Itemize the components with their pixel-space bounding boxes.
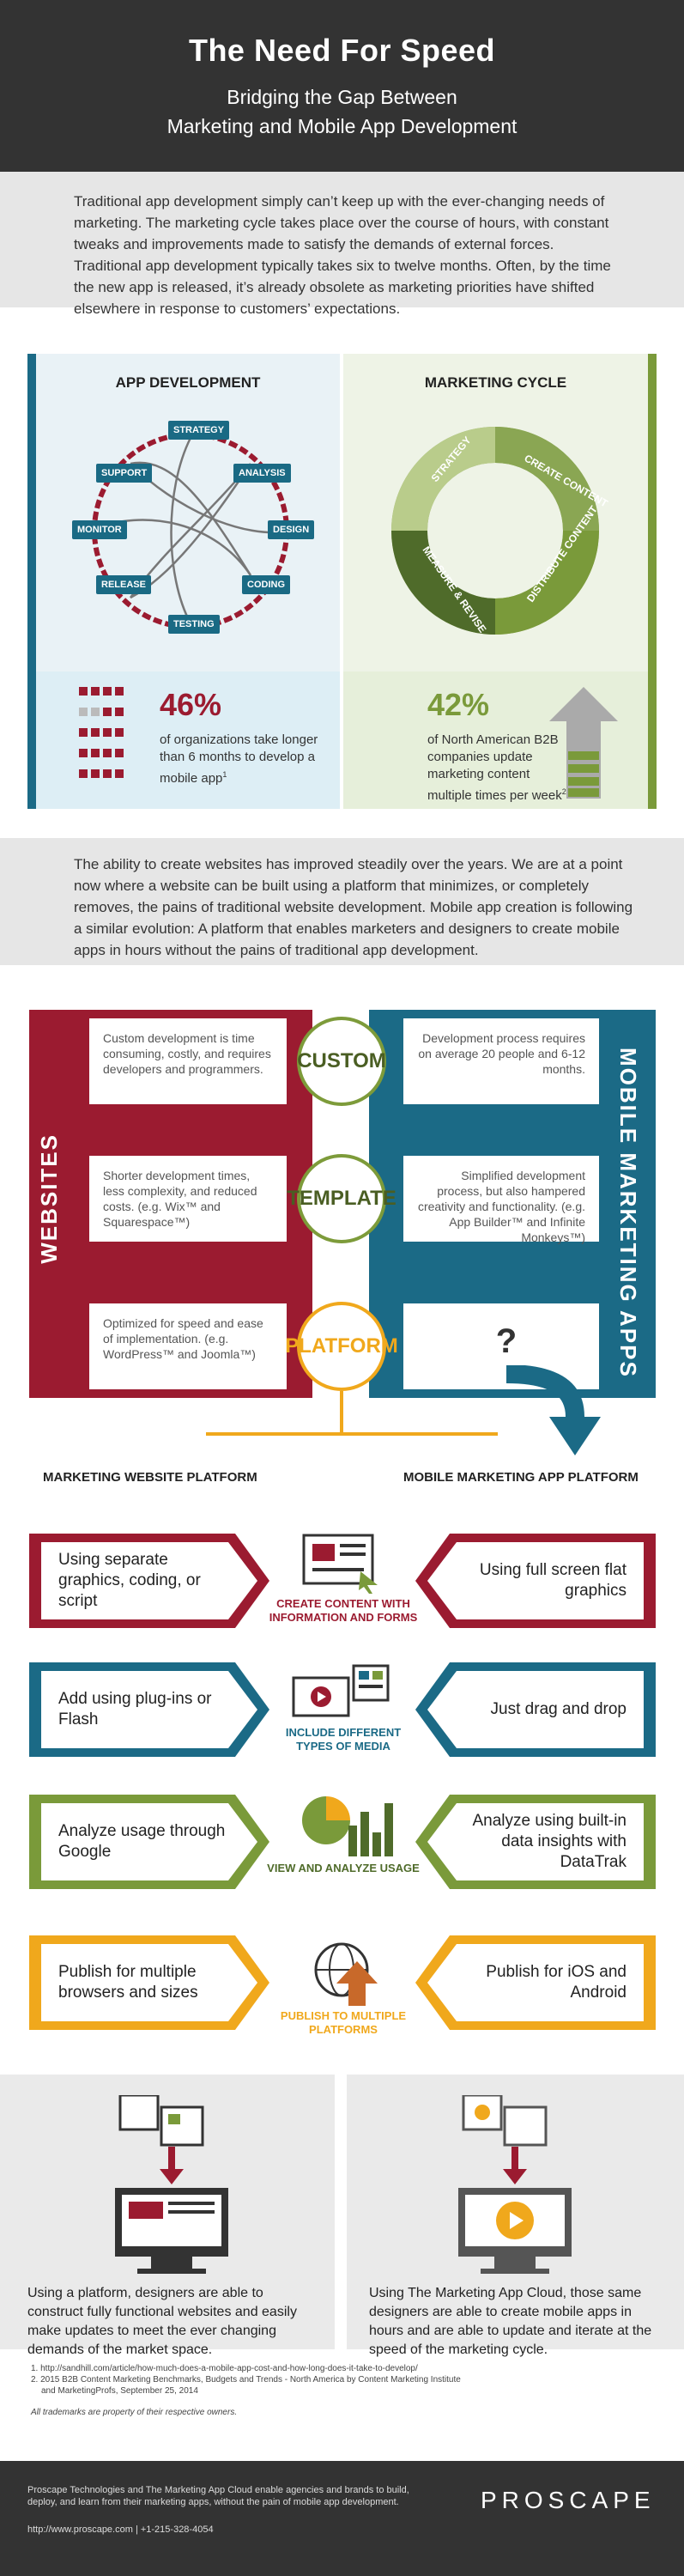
desktop-computer-icon xyxy=(115,2095,228,2274)
platform-right-box: ? xyxy=(403,1303,599,1389)
marketing-stat-sup: 2 xyxy=(561,787,566,796)
website-summary-text: Using a platform, designers are able to … xyxy=(27,2286,297,2357)
custom-left-box: Custom development is time consuming, co… xyxy=(89,1018,287,1104)
subtitle-line-1: Bridging the Gap Between xyxy=(227,86,457,108)
media-icon xyxy=(292,1664,390,1717)
app-dev-pct: 46% xyxy=(160,687,222,722)
row4-right-text: Publish for iOS and Android xyxy=(486,1963,626,2002)
node-monitor: MONITOR xyxy=(72,520,127,539)
node-release: RELEASE xyxy=(96,575,151,594)
row3-right-text: Analyze using built-in data insights wit… xyxy=(472,1812,626,1871)
row3-left-text: Analyze usage through Google xyxy=(58,1822,226,1861)
row1-right-text: Using full screen flat graphics xyxy=(479,1561,626,1600)
intro-text: Traditional app development simply can’t… xyxy=(74,193,611,317)
footer-contact: http://www.proscape.com | +1-215-328-405… xyxy=(27,2524,214,2535)
row4-label: PUBLISH TO MULTIPLE PLATFORMS xyxy=(280,2009,407,2036)
platform-left-box: Optimized for speed and ease of implemen… xyxy=(89,1303,287,1389)
page-title: The Need For Speed xyxy=(188,33,496,68)
row3-right-shape xyxy=(415,1795,656,1889)
mobile-apps-label: MOBILE MARKETING APPS xyxy=(615,1048,641,1378)
app-dev-title: APP DEVELOPMENT xyxy=(115,374,261,391)
app-dev-stat-sup: 1 xyxy=(222,770,227,779)
mobile-app-platform-label: MOBILE MARKETING APP PLATFORM xyxy=(403,1470,639,1485)
feature-row-4: Publish for multiple browsers and sizes … xyxy=(0,1935,684,2036)
template-circle: TEMPLATE xyxy=(287,1154,396,1243)
template-left-box: Shorter development times, less complexi… xyxy=(89,1156,287,1242)
footnotes: 1. http://sandhill.com/article/how-much-… xyxy=(31,2363,666,2418)
marketing-cycle-ring: STRATEGY CREATE CONTENT DISTRIBUTE CONTE… xyxy=(391,427,610,635)
footnote-2b: and MarketingProfs, September 25, 2014 xyxy=(41,2386,198,2396)
row2-right-text: Just drag and drop xyxy=(490,1700,626,1718)
marketing-pct: 42% xyxy=(427,687,490,722)
node-design: DESIGN xyxy=(268,520,315,539)
custom-right-box: Development process requires on average … xyxy=(403,1018,599,1104)
intro-section: Traditional app development simply can’t… xyxy=(0,172,684,317)
row1-left-shape xyxy=(29,1534,269,1628)
footer: Proscape Technologies and The Marketing … xyxy=(0,2461,684,2576)
trademark-note: All trademarks are property of their res… xyxy=(31,2408,238,2417)
node-support: SUPPORT xyxy=(96,464,153,483)
node-testing: TESTING xyxy=(168,615,220,634)
page-subtitle: Bridging the Gap Between Marketing and M… xyxy=(0,82,684,141)
curved-arrow-icon xyxy=(506,1365,601,1455)
teal-side-bar xyxy=(27,354,36,809)
footnote-1: 1. http://sandhill.com/article/how-much-… xyxy=(31,2364,418,2373)
green-side-bar xyxy=(648,354,657,809)
template-right-box: Simplified development process, but also… xyxy=(403,1156,599,1244)
row2-left-shape xyxy=(29,1662,269,1757)
row1-left-text: Using separate graphics, coding, or scri… xyxy=(58,1551,201,1610)
footer-line-1: Proscape Technologies and The Marketing … xyxy=(27,2485,409,2495)
platform-connector xyxy=(206,1391,498,1436)
feature-row-1: Using separate graphics, coding, or scri… xyxy=(0,1534,684,1628)
intro-text-2: The ability to create websites has impro… xyxy=(74,856,633,958)
row1-right-shape xyxy=(415,1534,656,1628)
subtitle-line-2: Marketing and Mobile App Development xyxy=(166,115,518,137)
proscape-logo: PROSCAPE xyxy=(481,2487,656,2513)
platform-circle: PLATFORM xyxy=(285,1302,398,1391)
intro-section-2: The ability to create websites has impro… xyxy=(0,838,684,965)
row2-right-shape xyxy=(415,1662,656,1757)
footnote-2a: 2. 2015 B2B Content Marketing Benchmarks… xyxy=(31,2375,461,2385)
node-analysis: ANALYSIS xyxy=(233,464,291,483)
marketing-cycle-title: MARKETING CYCLE xyxy=(424,374,567,391)
analytics-chart-icon xyxy=(302,1796,393,1856)
row2-left-text: Add using plug-ins or Flash xyxy=(58,1690,212,1728)
app-dev-stat-text: of organizations take longer than 6 mont… xyxy=(160,732,318,786)
marketing-stat-text: of North American B2B companies update m… xyxy=(427,732,562,803)
content-form-icon xyxy=(302,1534,378,1594)
app-dev-stat: of organizations take longer than 6 mont… xyxy=(160,732,323,787)
row4-right-shape xyxy=(415,1935,656,2030)
feature-row-2: Add using plug-ins or Flash Just drag an… xyxy=(0,1662,684,1757)
header-banner: The Need For Speed Bridging the Gap Betw… xyxy=(0,0,684,172)
platform-right-question: ? xyxy=(495,1322,518,1360)
custom-circle: CUSTOM xyxy=(297,1017,386,1106)
row4-left-text: Publish for multiple browsers and sizes xyxy=(58,1963,198,2002)
feature-row-3: Analyze usage through Google Analyze usi… xyxy=(0,1795,684,1889)
mobile-cloud-icon xyxy=(458,2095,572,2274)
row4-left-shape xyxy=(29,1935,269,2030)
globe-upload-icon xyxy=(314,1942,378,2006)
calendar-icon xyxy=(79,687,124,778)
websites-label: WEBSITES xyxy=(36,1133,62,1264)
row3-label: VIEW AND ANALYZE USAGE xyxy=(267,1862,420,1874)
marketing-stat: of North American B2B companies update m… xyxy=(427,732,573,805)
node-strategy: STRATEGY xyxy=(168,421,230,440)
row2-label: INCLUDE DIFFERENT TYPES OF MEDIA xyxy=(285,1726,402,1753)
app-summary-text: Using The Marketing App Cloud, those sam… xyxy=(369,2286,652,2357)
arrow-up-icon xyxy=(549,687,618,799)
node-coding: CODING xyxy=(242,575,290,594)
marketing-website-platform-label: MARKETING WEBSITE PLATFORM xyxy=(43,1470,257,1485)
footer-line-2: deploy, and learn from their marketing a… xyxy=(27,2497,399,2507)
row1-label: CREATE CONTENT WITH INFORMATION AND FORM… xyxy=(269,1597,418,1624)
row3-left-shape xyxy=(29,1795,269,1889)
